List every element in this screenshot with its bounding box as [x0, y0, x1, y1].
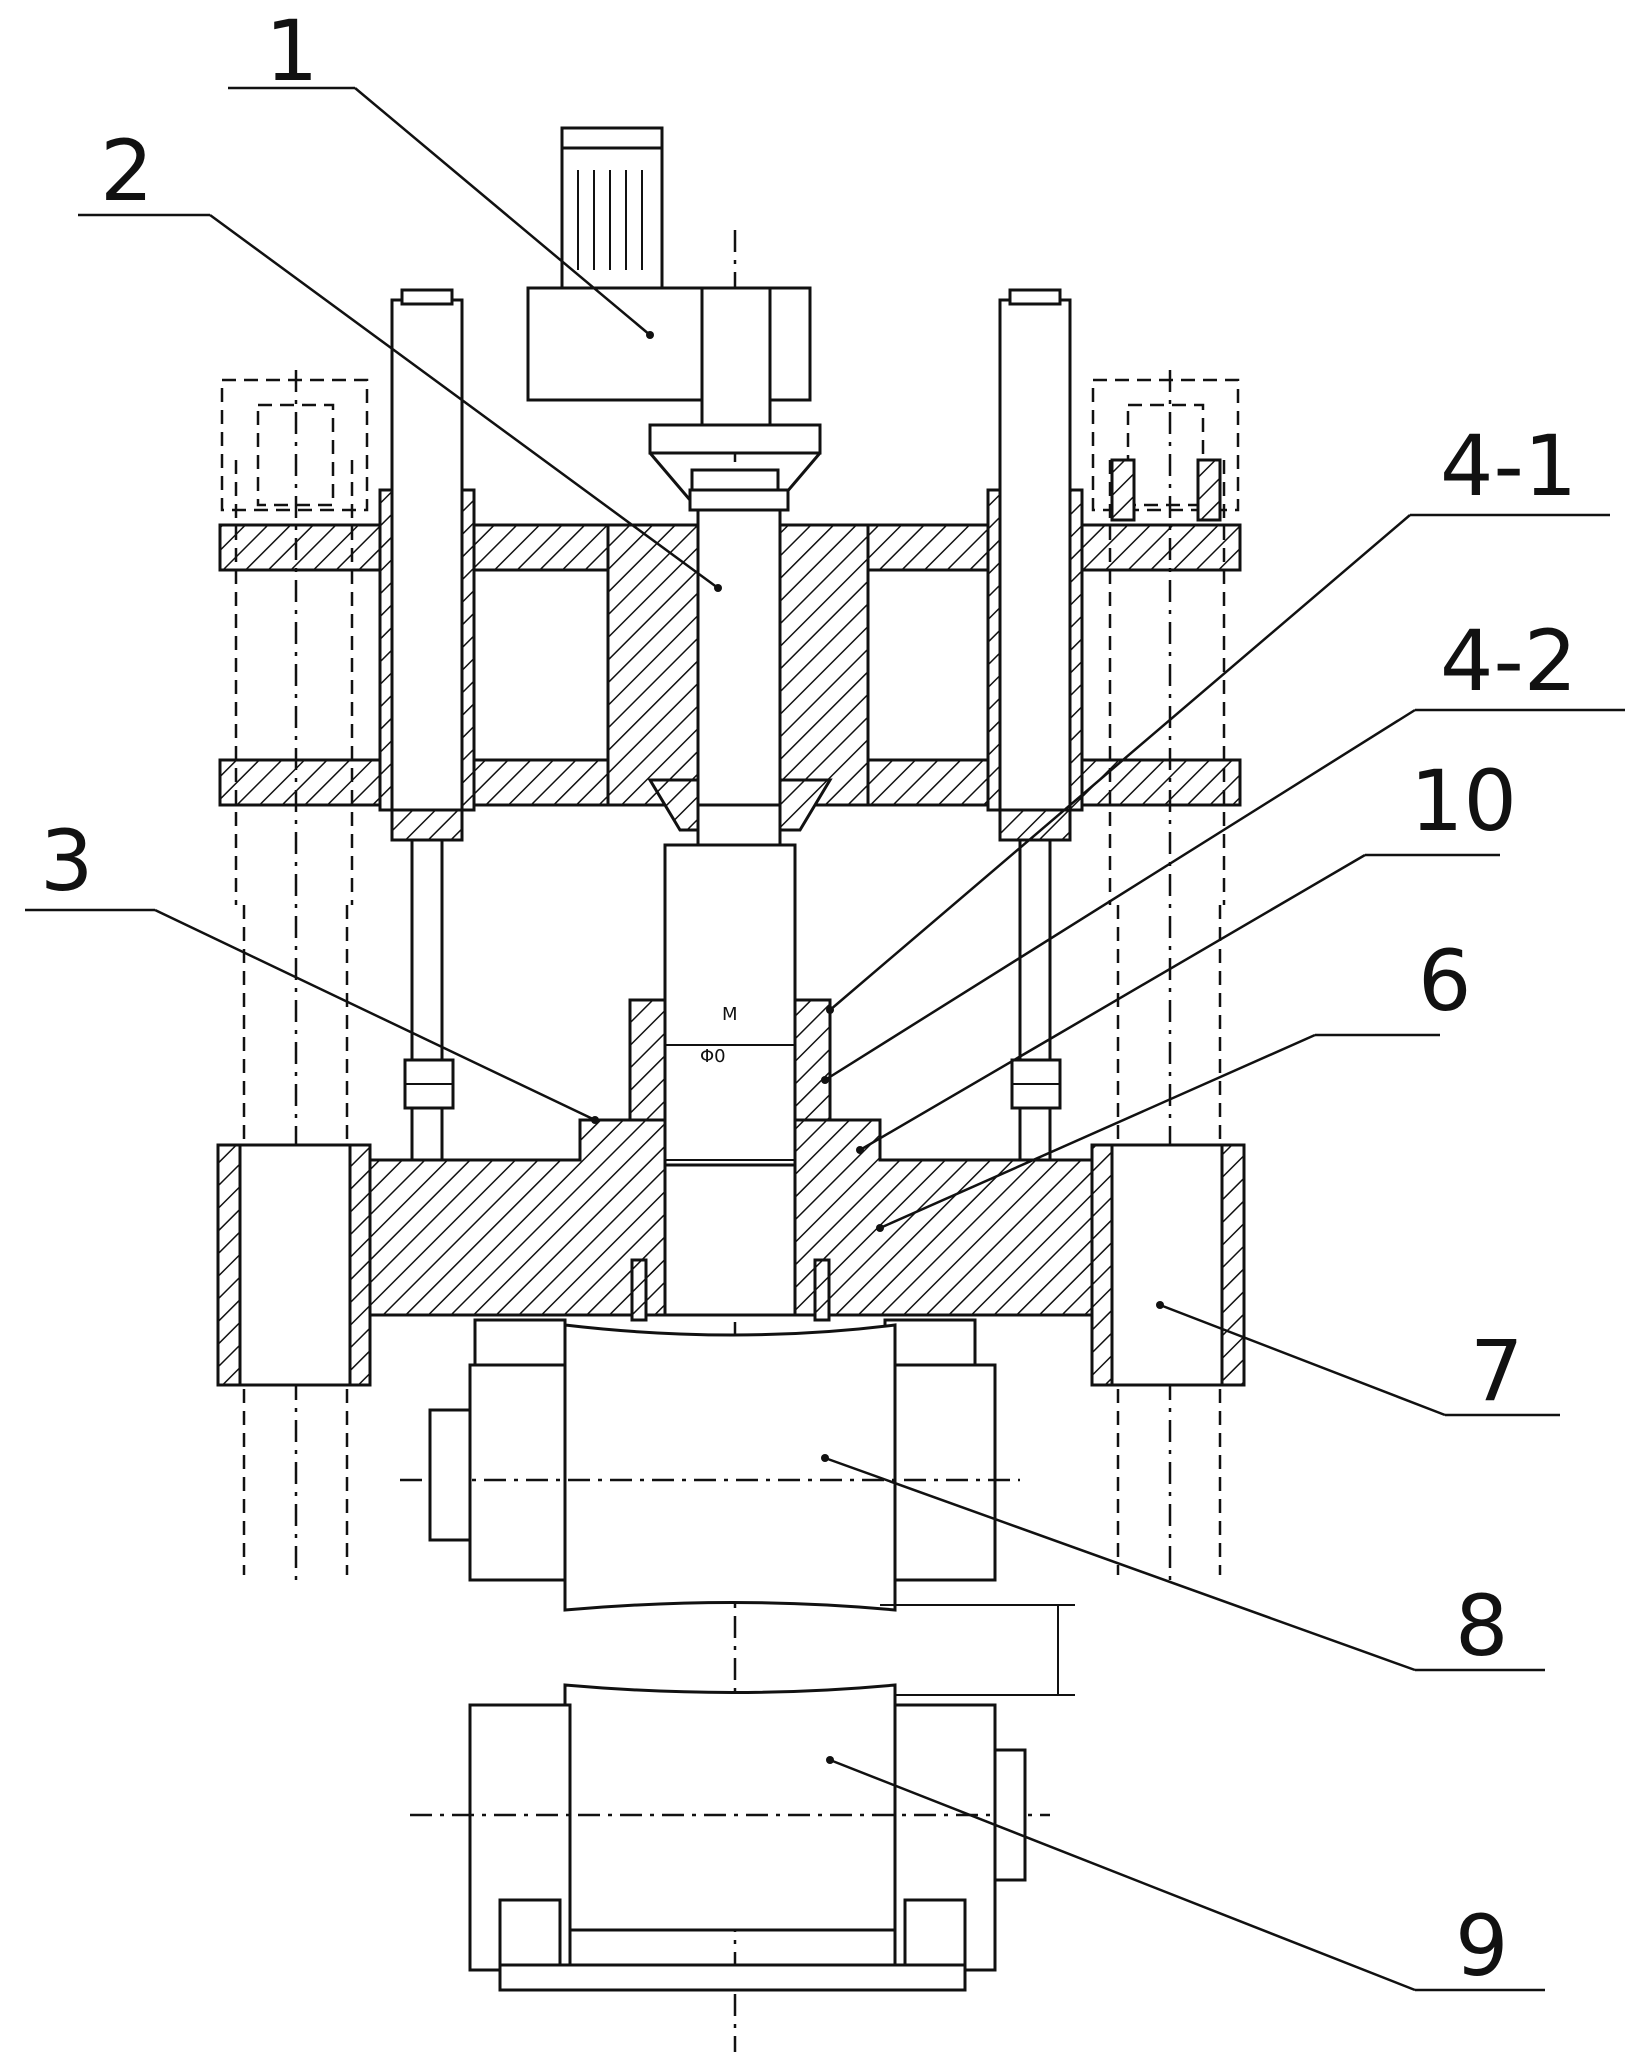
callout-label-3: 3: [40, 812, 93, 910]
callout-label-6: 6: [1418, 932, 1471, 1030]
callout-label-2: 2: [100, 122, 153, 220]
callout-1: 1: [228, 2, 654, 339]
callout-label-7: 7: [1470, 1322, 1523, 1420]
callout-7: 7: [1156, 1301, 1560, 1420]
callout-4-2: 4-2: [821, 612, 1625, 1084]
callout-3: 3: [25, 812, 599, 1124]
callout-8: 8: [821, 1454, 1545, 1675]
callout-6: 6: [876, 932, 1471, 1232]
callout-label-10: 10: [1410, 752, 1517, 850]
lower-roll: [410, 1683, 1050, 1992]
shaft-mark-dia: Φ0: [700, 1046, 726, 1067]
callout-label-4-1: 4-1: [1440, 417, 1577, 515]
callout-label-9: 9: [1455, 1897, 1508, 1995]
roll-gap-dimension: [880, 1604, 1075, 1696]
upper-frame: [218, 488, 1242, 847]
callout-label-4-2: 4-2: [1440, 612, 1577, 710]
callout-10: 10: [856, 752, 1517, 1154]
callout-2: 2: [78, 122, 722, 592]
upper-roll: [400, 1318, 1020, 1612]
left-cylinder: [370, 288, 476, 1314]
lower-slide: [216, 843, 1246, 1387]
motor-assembly: [526, 126, 822, 512]
shaft-mark-top: M: [722, 1004, 738, 1025]
callout-9: 9: [826, 1756, 1545, 1995]
callout-4-1: 4-1: [826, 417, 1610, 1014]
callout-label-8: 8: [1455, 1577, 1508, 1675]
callout-label-1: 1: [265, 2, 318, 100]
